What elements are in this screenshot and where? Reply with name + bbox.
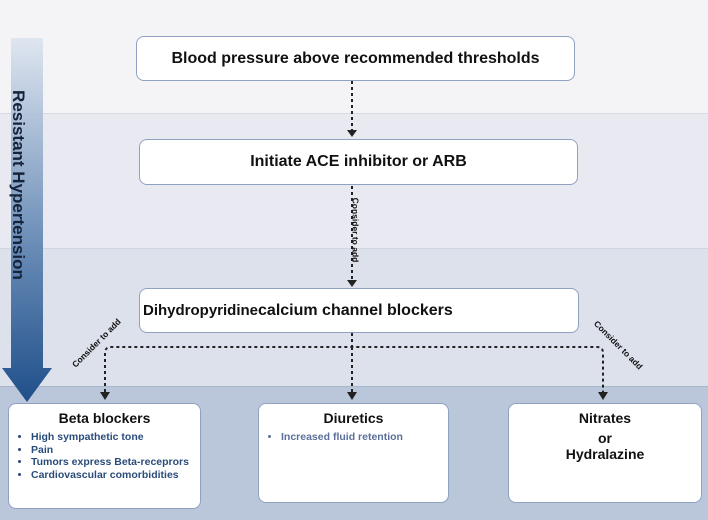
card-diuretics: Diuretics Increased fluid retention [258, 403, 449, 503]
edge-label-center: Consider to add [350, 197, 361, 263]
step-ace-arb: Initiate ACE inhibitor or ARB [139, 139, 578, 185]
card-hydralazine-title: Hydralazine [565, 446, 645, 462]
step-ace-arb-text: Initiate ACE inhibitor or ARB [250, 153, 467, 170]
list-item: Cardiovascular comorbidities [31, 469, 192, 482]
progression-arrow [2, 38, 52, 402]
list-item: Tumors express Beta-receprors [31, 456, 192, 469]
step-ccb-main: calcium channel blockers [258, 301, 453, 319]
card-beta-list: High sympathetic tone Pain Tumors expres… [17, 431, 192, 481]
step-bp-threshold: Blood pressure above recommended thresho… [136, 36, 575, 81]
card-beta-blockers: Beta blockers High sympathetic tone Pain… [8, 403, 201, 509]
card-nitrates-or: or [598, 430, 612, 446]
list-item: High sympathetic tone [31, 431, 192, 444]
list-item: Pain [31, 444, 192, 457]
arrowhead-beta [100, 392, 110, 400]
arrowhead-nitrates [598, 392, 608, 400]
card-nitrates: Nitrates or Hydralazine [508, 403, 702, 503]
connector-branch [104, 346, 604, 392]
card-diuretics-title: Diuretics [323, 410, 384, 426]
resistant-hypertension-label: Resistant Hypertension [9, 90, 28, 280]
card-nitrates-title: Nitrates [578, 410, 632, 426]
arrowhead-step2 [347, 130, 357, 137]
arrowhead-step3 [347, 280, 357, 287]
step-bp-threshold-text: Blood pressure above recommended thresho… [171, 49, 540, 67]
card-beta-title: Beta blockers [58, 410, 151, 426]
list-item: Increased fluid retention [281, 431, 440, 444]
arrowhead-diuretics [347, 392, 357, 400]
card-diuretics-list: Increased fluid retention [267, 431, 440, 444]
step-ccb-prefix: Dihydropyridine [143, 302, 259, 319]
